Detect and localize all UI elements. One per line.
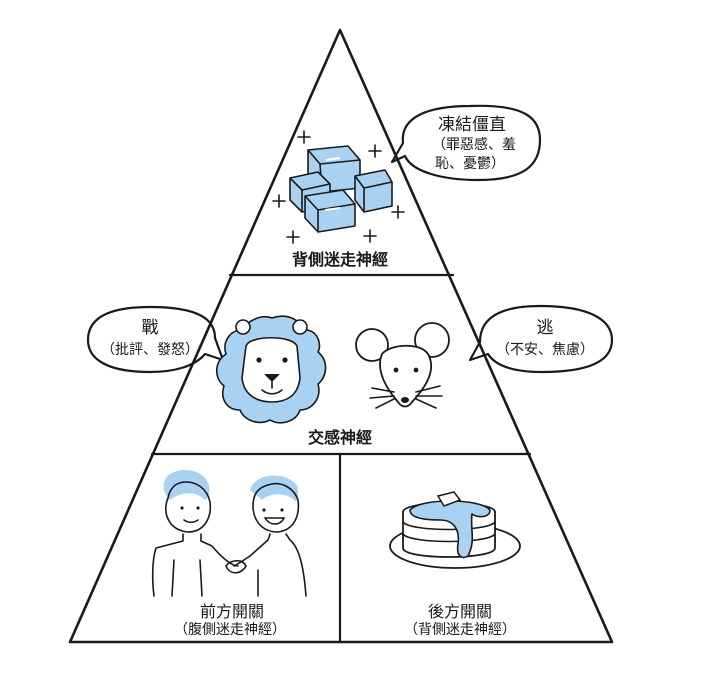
speech-bubble-flight bbox=[468, 304, 614, 374]
flight-bubble-title: 逃 bbox=[536, 318, 554, 338]
mouse-icon bbox=[355, 322, 450, 409]
freeze-bubble-title: 凍結僵直 bbox=[438, 115, 506, 135]
pancakes-icon bbox=[389, 491, 521, 569]
back-switch-sub: （背側迷走神經） bbox=[404, 622, 516, 638]
speech-bubble-freeze bbox=[390, 104, 542, 182]
pyramid-outline bbox=[68, 28, 614, 644]
freeze-bubble-sub-line1: （罪惡感、羞 bbox=[432, 137, 516, 153]
front-switch-sub: （腹側迷走神經） bbox=[174, 622, 286, 638]
tier-title-sympathetic: 交感神經 bbox=[307, 428, 373, 447]
tier-title-dorsal-vagal: 背側迷走神經 bbox=[291, 250, 389, 269]
back-switch-title: 後方開關 bbox=[427, 602, 493, 621]
speech-bubble-fight bbox=[86, 305, 225, 374]
freeze-bubble-sub-line2: 恥、憂鬱） bbox=[435, 156, 505, 172]
fight-bubble-title: 戰 bbox=[141, 318, 159, 338]
handshake-people-icon bbox=[151, 469, 307, 597]
fight-bubble-sub: （批評、發怒） bbox=[101, 342, 199, 358]
front-switch-title: 前方開關 bbox=[199, 602, 265, 621]
sparkle-icon bbox=[272, 130, 405, 244]
flight-bubble-sub: （不安、焦慮） bbox=[496, 342, 594, 358]
lion-icon bbox=[215, 315, 327, 424]
ice-cubes-icon bbox=[289, 145, 393, 233]
